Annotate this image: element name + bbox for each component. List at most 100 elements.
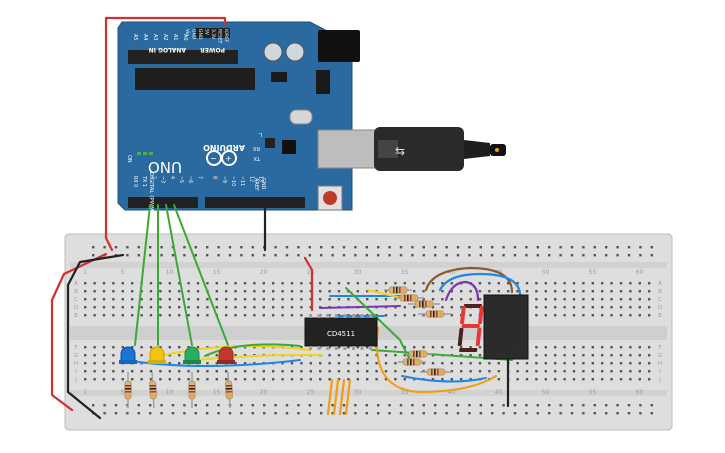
arduino-logo-icon: − + bbox=[206, 150, 237, 166]
digital-pin-label: 12 bbox=[248, 176, 254, 182]
digital-pin-label: 13 bbox=[258, 176, 264, 182]
power-pin-label: RESET bbox=[217, 29, 223, 44]
chip-label: CD4511 bbox=[327, 330, 355, 338]
column-number: 30 bbox=[354, 389, 362, 396]
row-letter: I bbox=[659, 369, 661, 375]
analog-pin-label: A0 bbox=[182, 34, 188, 41]
row-letter: B bbox=[74, 289, 78, 295]
column-number: 45 bbox=[495, 389, 503, 396]
analog-pin-label: A5 bbox=[132, 34, 138, 41]
wire-blue-1 bbox=[124, 359, 301, 367]
column-number: 1 bbox=[83, 389, 87, 396]
digital-pin-label: 4 bbox=[169, 176, 175, 179]
segment-a bbox=[463, 304, 482, 308]
segment-f bbox=[460, 306, 466, 324]
wire-orange-5 bbox=[376, 327, 497, 393]
row-letter: C bbox=[74, 297, 78, 303]
analog-pin-label: A1 bbox=[172, 34, 178, 41]
digital-label: DIGITAL (PWM~) bbox=[148, 172, 154, 218]
seven-segment-display bbox=[457, 294, 529, 360]
row-letter: G bbox=[658, 353, 662, 359]
display-segments bbox=[457, 304, 484, 352]
row-letter: E bbox=[74, 313, 78, 319]
resistor bbox=[398, 358, 426, 366]
column-number: 20 bbox=[260, 389, 268, 396]
segment-d bbox=[459, 348, 478, 352]
row-letter: F bbox=[658, 345, 661, 351]
digital-pin-label: 2 bbox=[150, 176, 156, 179]
tx-label: TX bbox=[253, 155, 261, 161]
wire-red-chip bbox=[303, 256, 314, 312]
row-letter: H bbox=[74, 361, 78, 367]
cd4511-chip: CD4511 bbox=[304, 314, 378, 350]
column-number: 50 bbox=[542, 389, 550, 396]
resistor bbox=[420, 368, 452, 376]
row-letter: E bbox=[658, 313, 662, 319]
gnd-label: GND bbox=[260, 178, 266, 190]
svg-text:+: + bbox=[225, 154, 232, 163]
row-letter: C bbox=[658, 297, 662, 303]
column-number: 15 bbox=[213, 389, 221, 396]
digital-pin-label: 7 bbox=[196, 176, 202, 179]
wire-red-5v bbox=[104, 16, 227, 252]
leds bbox=[119, 346, 235, 364]
resistor bbox=[394, 294, 424, 302]
row-letter: H bbox=[658, 361, 662, 367]
column-number: 55 bbox=[589, 269, 597, 276]
analog-pin-label: A3 bbox=[152, 34, 158, 41]
digital-pin-label: ~11 bbox=[239, 176, 245, 186]
segment-c bbox=[475, 328, 482, 346]
column-number: 5 bbox=[121, 269, 125, 276]
row-letter: A bbox=[74, 281, 78, 287]
column-number: 30 bbox=[354, 269, 362, 276]
row-letter: J bbox=[658, 377, 661, 383]
digital-pin-label: 8 bbox=[212, 176, 218, 179]
row-letter: J bbox=[74, 377, 77, 383]
board-brand: ARDUINO bbox=[203, 143, 245, 152]
row-letter: G bbox=[74, 353, 78, 359]
analog-pin-label: A2 bbox=[162, 34, 168, 41]
usb-port bbox=[317, 129, 377, 169]
column-number: 55 bbox=[589, 389, 597, 396]
wire-purple-1 bbox=[444, 280, 480, 302]
led-red bbox=[217, 346, 235, 364]
aref-label: AREF bbox=[253, 178, 259, 191]
column-number: 35 bbox=[401, 389, 409, 396]
segment-g bbox=[461, 324, 480, 328]
column-number: 25 bbox=[307, 269, 315, 276]
power-label: POWER bbox=[200, 46, 225, 53]
column-number: 10 bbox=[166, 389, 174, 396]
resistor bbox=[225, 371, 233, 409]
arduino-board: ⇆ − + ARDUINO UNO ON TX RX L ANALOG IN P… bbox=[117, 21, 506, 218]
analog-in-label: ANALOG IN bbox=[149, 46, 186, 53]
wire-orange-4 bbox=[344, 378, 352, 416]
row-letter: F bbox=[74, 345, 77, 351]
column-number: 15 bbox=[213, 269, 221, 276]
power-pin-label: GND bbox=[197, 29, 203, 40]
resistor bbox=[149, 371, 157, 409]
wire-orange-1 bbox=[326, 378, 334, 416]
row-letter: A bbox=[658, 281, 662, 287]
digital-header-right bbox=[205, 197, 305, 208]
power-pin-label: 3.3V bbox=[210, 29, 216, 40]
rx-label: RX bbox=[253, 145, 260, 151]
power-header bbox=[195, 28, 230, 38]
led-green bbox=[183, 346, 201, 364]
reset-button-icon[interactable] bbox=[317, 185, 343, 211]
column-number: 40 bbox=[448, 389, 456, 396]
digital-pin-label: ~9 bbox=[221, 176, 227, 183]
digital-pin-label: ~5 bbox=[178, 176, 184, 183]
resistor bbox=[408, 300, 440, 308]
resistors bbox=[124, 286, 452, 409]
wire-green-4 bbox=[173, 204, 229, 346]
column-number: 25 bbox=[307, 389, 315, 396]
column-numbers: 1155101015152020252530303535404045455050… bbox=[83, 269, 644, 396]
wire-yellow-2 bbox=[194, 353, 323, 361]
column-number: 60 bbox=[636, 269, 644, 276]
analog-header bbox=[128, 50, 238, 64]
resistor bbox=[384, 286, 412, 294]
